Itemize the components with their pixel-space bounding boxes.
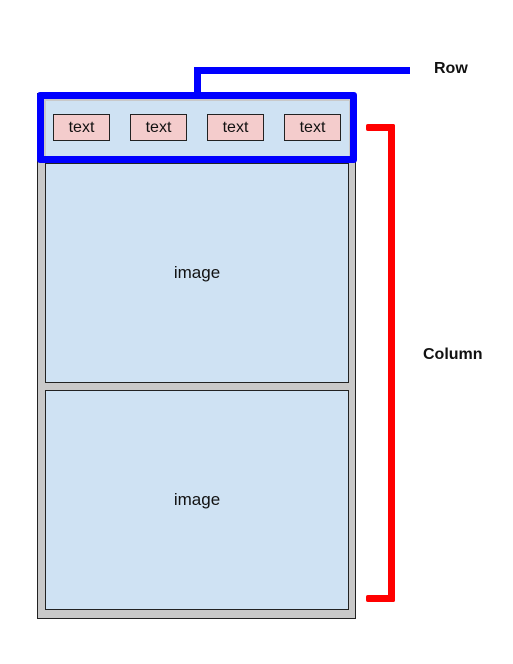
text-box-3: text xyxy=(207,114,264,141)
column-bracket-top xyxy=(366,124,395,131)
column-bracket xyxy=(388,124,395,602)
column-bracket-bottom xyxy=(366,595,395,602)
row-label: Row xyxy=(434,60,468,77)
image-box-1: image xyxy=(45,163,349,383)
row-highlight-outline xyxy=(37,92,357,163)
text-box-2: text xyxy=(130,114,187,141)
text-box-1: text xyxy=(53,114,110,141)
row-pointer-line xyxy=(194,67,410,74)
image-box-2: image xyxy=(45,390,349,610)
row-connector-line xyxy=(194,67,201,95)
text-box-4: text xyxy=(284,114,341,141)
column-label: Column xyxy=(423,346,483,363)
